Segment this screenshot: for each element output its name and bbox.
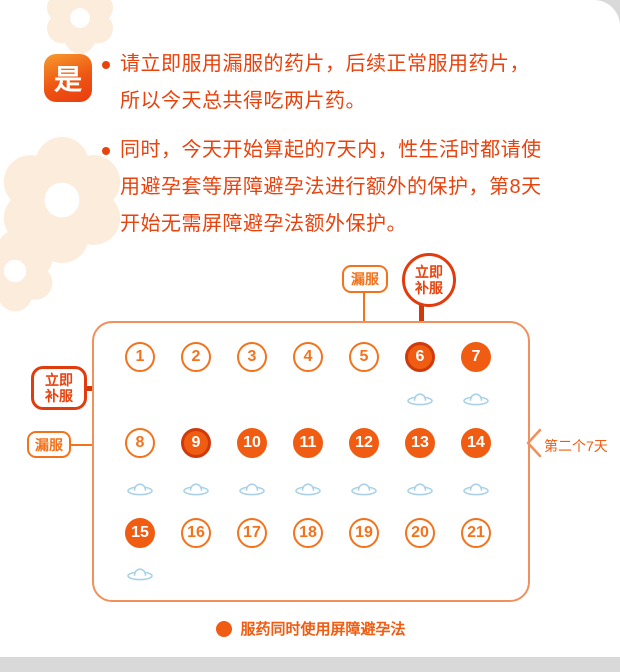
condom-icon (461, 388, 491, 406)
condom-icon (181, 478, 211, 496)
day-circle-9: 9 (181, 428, 211, 458)
condom-icon (405, 388, 435, 406)
flower-decoration-icon (3, 137, 121, 263)
day-circle-6: 6 (405, 342, 435, 372)
day-circle-21: 21 (461, 518, 491, 548)
day-circle-17: 17 (237, 518, 267, 548)
day-circle-5: 5 (349, 342, 379, 372)
condom-icon (405, 478, 435, 496)
second-week-label: 第二个7天 (544, 438, 608, 454)
content-card: 是 请立即服用漏服的药片，后续正常服用药片， 所以今天总共得吃两片药。 同时，今… (0, 0, 620, 657)
condom-icon (293, 478, 323, 496)
day-circle-12: 12 (349, 428, 379, 458)
day-circle-10: 10 (237, 428, 267, 458)
day-circle-11: 11 (293, 428, 323, 458)
bullet-dot-icon (102, 61, 110, 69)
day-circle-7: 7 (461, 342, 491, 372)
day-circle-8: 8 (125, 428, 155, 458)
second-week-bracket-icon (526, 428, 542, 458)
instruction-text: 开始无需屏障避孕法额外保护。 (120, 213, 407, 235)
missed-label-left: 漏服 (27, 431, 71, 458)
bullet-dot-icon (102, 147, 110, 155)
day-circle-18: 18 (293, 518, 323, 548)
makeup-label-left: 立即补服 (31, 366, 87, 410)
condom-icon (461, 478, 491, 496)
day-circle-15: 15 (125, 518, 155, 548)
page-edge (0, 657, 620, 672)
instruction-text: 所以今天总共得吃两片药。 (120, 90, 366, 112)
day-circle-16: 16 (181, 518, 211, 548)
day-circle-14: 14 (461, 428, 491, 458)
instruction-text: 用避孕套等屏障避孕法进行额外的保护，第8天 (120, 176, 542, 198)
flower-decoration-icon (0, 230, 53, 312)
legend-text: 服药同时使用屏障避孕法 (240, 621, 406, 638)
instruction-text: 请立即服用漏服的药片，后续正常服用药片， (120, 53, 530, 75)
day-circle-4: 4 (293, 342, 323, 372)
day-circle-13: 13 (405, 428, 435, 458)
day-circle-2: 2 (181, 342, 211, 372)
instruction-item-1: 请立即服用漏服的药片，后续正常服用药片， 所以今天总共得吃两片药。 (102, 46, 582, 120)
instruction-text: 同时，今天开始算起的7天内，性生活时都请使 (120, 139, 542, 161)
day-circle-3: 3 (237, 342, 267, 372)
flower-decoration-icon (47, 0, 113, 54)
connector-missed-top (363, 293, 365, 342)
makeup-label-top: 立即补服 (402, 253, 456, 307)
condom-icon (125, 563, 155, 581)
filled-dot-icon (216, 620, 233, 637)
yes-badge: 是 (44, 54, 92, 102)
condom-icon (125, 478, 155, 496)
day-circle-20: 20 (405, 518, 435, 548)
day-circle-19: 19 (349, 518, 379, 548)
day-circle-1: 1 (125, 342, 155, 372)
condom-icon (349, 478, 379, 496)
missed-label-top: 漏服 (342, 265, 388, 293)
condom-icon (237, 478, 267, 496)
instructions: 请立即服用漏服的药片，后续正常服用药片， 所以今天总共得吃两片药。 同时，今天开… (102, 46, 582, 243)
legend: 服药同时使用屏障避孕法 (92, 618, 530, 639)
instruction-item-2: 同时，今天开始算起的7天内，性生活时都请使 用避孕套等屏障避孕法进行额外的保护，… (102, 132, 582, 243)
